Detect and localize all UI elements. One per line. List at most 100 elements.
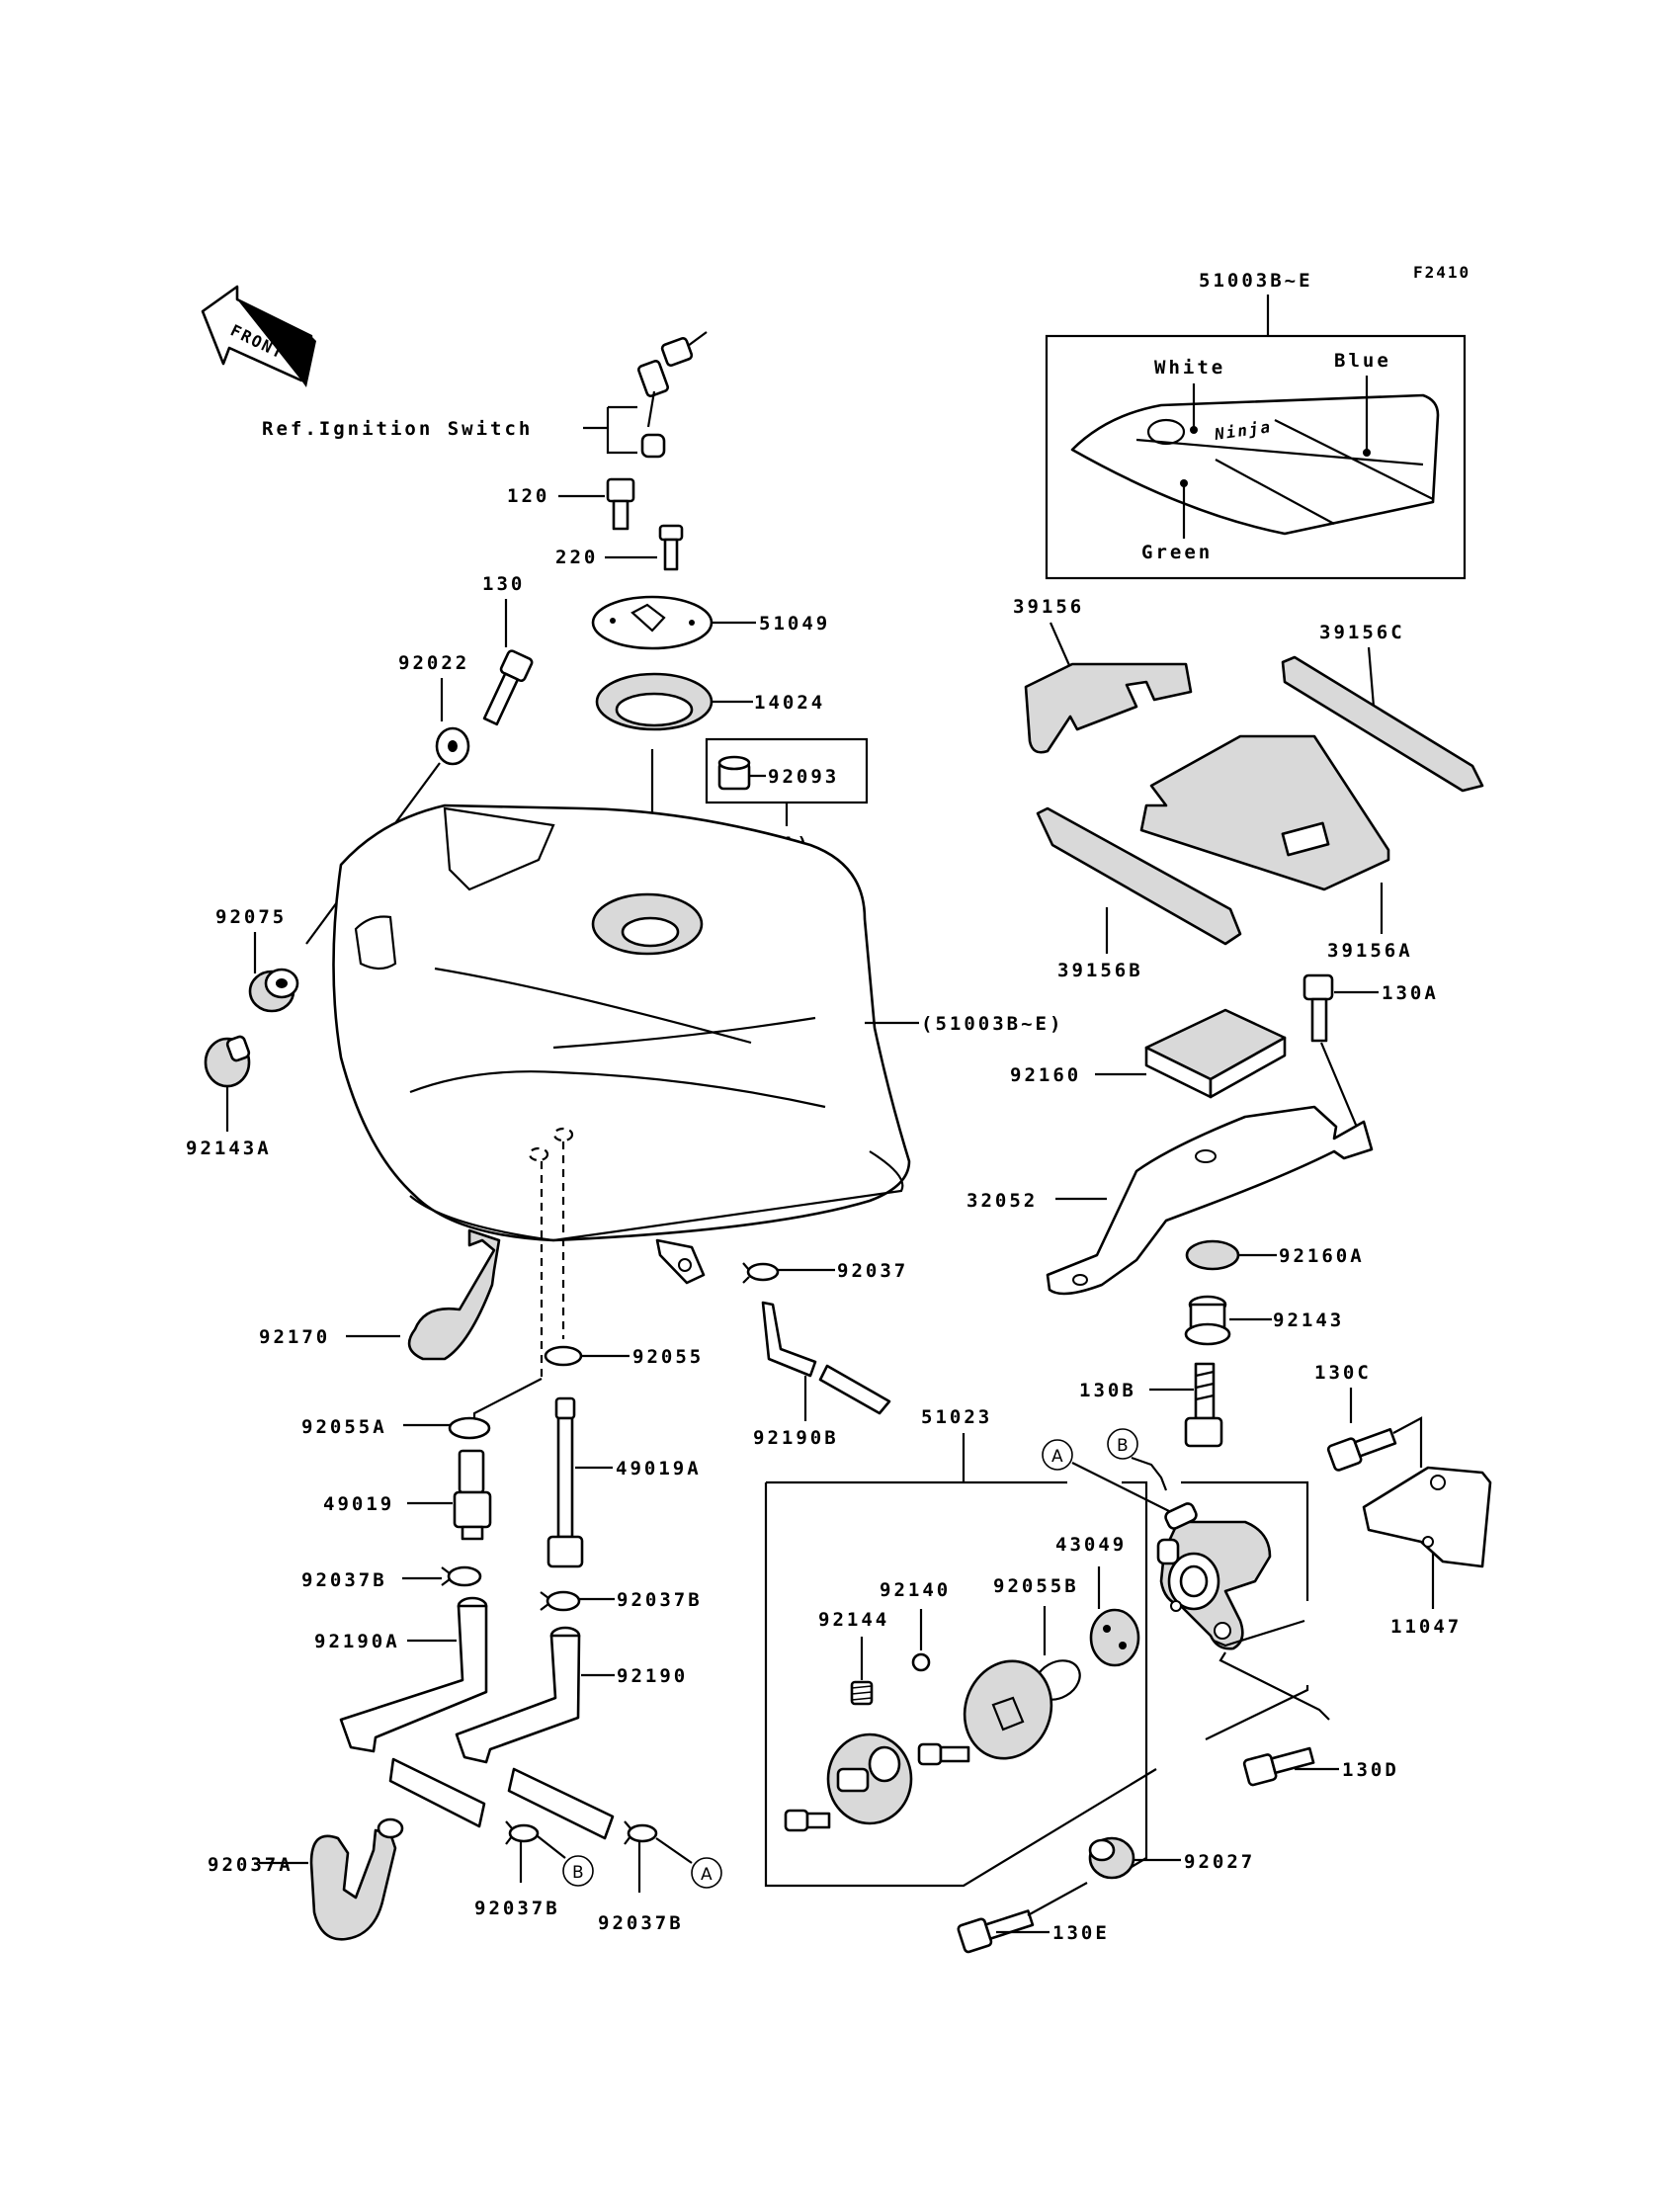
- svg-text:A: A: [701, 1865, 713, 1885]
- callout-220: 220: [555, 547, 598, 568]
- callout-130a: 130A: [1382, 982, 1439, 1004]
- callout-92027: 92027: [1184, 1851, 1255, 1873]
- marker-a-top: A: [1042, 1439, 1073, 1471]
- spring-92144-icon: [850, 1680, 874, 1706]
- clamp-92037b-right-icon: [540, 1590, 581, 1612]
- bolt-120-icon: [606, 477, 635, 531]
- screw-lever-2-icon: [784, 1809, 831, 1832]
- clamp-92037b-bl-icon: [505, 1820, 540, 1845]
- grommet-92143a-icon: [204, 1035, 251, 1088]
- callout-51023: 51023: [921, 1406, 992, 1428]
- pad-39156b: [1036, 806, 1242, 946]
- callout-92144: 92144: [818, 1609, 889, 1631]
- callout-51003be-tank: (51003B~E): [921, 1013, 1063, 1035]
- pad-39156a: [1139, 734, 1390, 891]
- callout-51003be-top: 51003B~E: [1199, 270, 1313, 292]
- figure-code: F2410: [1413, 263, 1470, 282]
- fuel-tap-body-icon: [1156, 1502, 1272, 1650]
- callout-92190a: 92190A: [314, 1631, 400, 1652]
- lever-knob-icon: [826, 1732, 913, 1825]
- callout-92037b-br: 92037B: [598, 1912, 684, 1934]
- bolt-130a-icon: [1302, 973, 1334, 1043]
- svg-text:B: B: [1117, 1436, 1129, 1456]
- callout-92093: 92093: [768, 766, 839, 788]
- tank-bracket-icon: [655, 1238, 706, 1285]
- svg-text:B: B: [572, 1863, 584, 1883]
- grommet-92075-icon: [248, 968, 299, 1013]
- hose-92190a-icon: [339, 1596, 488, 1828]
- callout-39156a: 39156A: [1327, 940, 1413, 962]
- oring-92055a-icon: [448, 1416, 491, 1440]
- pipe-49019a-icon: [546, 1396, 584, 1568]
- clamp-92037b-left-icon: [441, 1565, 482, 1587]
- callout-39156b: 39156B: [1057, 960, 1143, 981]
- callout-130b: 130B: [1079, 1380, 1136, 1401]
- callout-130: 130: [482, 573, 525, 595]
- callout-51049: 51049: [759, 613, 830, 634]
- callout-130d: 130D: [1342, 1759, 1399, 1781]
- bolt-130c-icon: [1326, 1427, 1397, 1472]
- marker-b-top: B: [1107, 1428, 1138, 1460]
- collar-92160a-icon: [1185, 1239, 1240, 1271]
- callout-92037b-right: 92037B: [617, 1589, 703, 1611]
- nut-92093-icon: [717, 755, 751, 791]
- gasket-43049-icon: [1089, 1608, 1140, 1667]
- callout-92140: 92140: [880, 1579, 951, 1601]
- marker-a-bottom: A: [691, 1857, 722, 1889]
- callout-32052: 32052: [966, 1190, 1038, 1212]
- cap-ring-14024: [595, 672, 714, 731]
- pad-39156c: [1281, 655, 1484, 793]
- callout-49019: 49019: [323, 1493, 394, 1515]
- callout-92022: 92022: [398, 652, 469, 674]
- label-white: White: [1154, 357, 1225, 379]
- collar-92143-icon: [1184, 1295, 1231, 1346]
- callout-92143: 92143: [1273, 1310, 1344, 1331]
- callout-92055: 92055: [632, 1346, 704, 1368]
- pad-39156: [1024, 662, 1193, 754]
- bolt-130d-icon: [1242, 1746, 1315, 1787]
- lever-plate-icon: [963, 1659, 1053, 1760]
- callout-92190b: 92190B: [753, 1427, 839, 1449]
- hose-92190-icon: [455, 1626, 615, 1840]
- tank-decal-icon: Ninja: [1070, 393, 1440, 536]
- collar-92027-icon: [1088, 1836, 1135, 1880]
- callout-130e: 130E: [1052, 1922, 1110, 1944]
- marker-b-bottom: B: [562, 1855, 594, 1887]
- callout-43049: 43049: [1055, 1534, 1127, 1556]
- clamp-92037a-icon: [309, 1817, 404, 1941]
- bolt-130b-icon: [1184, 1362, 1223, 1448]
- ignition-key-icon: [637, 331, 708, 459]
- callout-39156: 39156: [1013, 596, 1084, 618]
- callout-92160: 92160: [1010, 1064, 1081, 1086]
- decal-box: [1045, 334, 1467, 580]
- callout-92037a: 92037A: [208, 1854, 294, 1876]
- label-green: Green: [1141, 542, 1213, 563]
- callout-120: 120: [507, 485, 549, 507]
- callout-92170: 92170: [259, 1326, 330, 1348]
- bolt-130e-icon: [957, 1909, 1035, 1954]
- callout-92143a: 92143A: [186, 1138, 272, 1159]
- callout-92190: 92190: [617, 1665, 688, 1687]
- ref-ignition-label: Ref.Ignition Switch: [262, 418, 533, 440]
- front-arrow-icon: FRONT: [201, 285, 316, 387]
- callout-92055a: 92055A: [301, 1416, 387, 1438]
- bolt-130-icon: [482, 649, 534, 726]
- callout-11047: 11047: [1390, 1616, 1462, 1638]
- callout-92075: 92075: [215, 906, 287, 928]
- callout-39156c: 39156C: [1319, 622, 1405, 643]
- hose-92190b-icon: [761, 1301, 891, 1415]
- bracket-32052: [1046, 1105, 1374, 1296]
- svg-text:A: A: [1051, 1447, 1063, 1467]
- callout-92037-top: 92037: [837, 1260, 908, 1282]
- callout-49019a: 49019A: [616, 1458, 702, 1479]
- callout-14024: 14024: [754, 692, 825, 714]
- fuel-tank: [332, 803, 911, 1242]
- fuel-cap-51049: [591, 595, 714, 650]
- callout-92037b-bl: 92037B: [474, 1898, 560, 1919]
- bracket-11047: [1362, 1466, 1492, 1568]
- screw-lever-icon: [917, 1742, 970, 1766]
- pipe-49019-icon: [453, 1449, 492, 1541]
- damper-92160-icon: [1144, 1008, 1287, 1099]
- screw-220-icon: [658, 524, 684, 571]
